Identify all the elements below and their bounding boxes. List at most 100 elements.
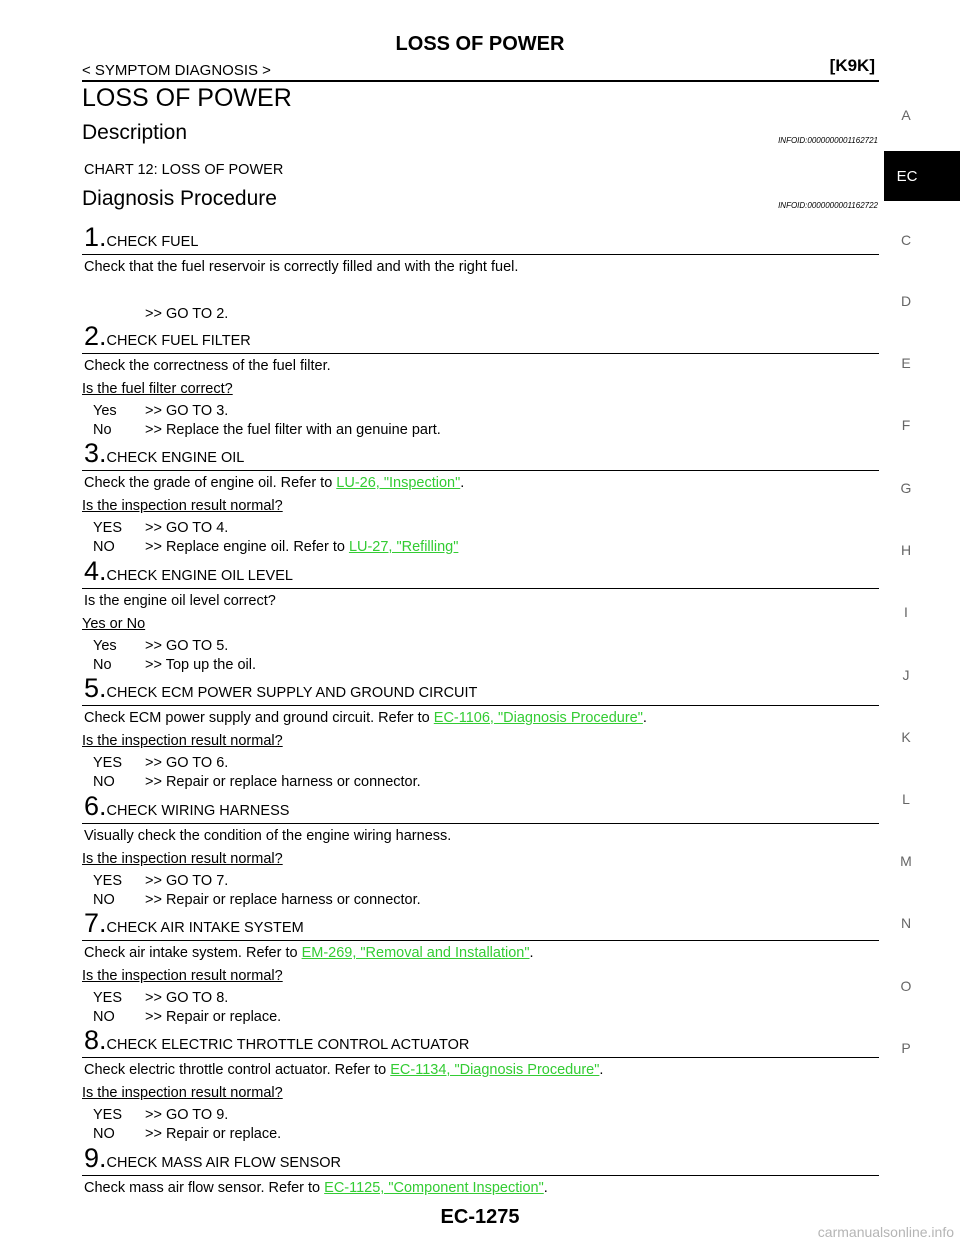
step-5-question: Is the inspection result normal? — [82, 733, 283, 749]
answer-text: >> GO TO 8. — [145, 990, 229, 1006]
side-tab-k[interactable]: K — [901, 729, 911, 745]
step-4-heading: 4.CHECK ENGINE OIL LEVEL — [84, 556, 293, 587]
side-tab-a[interactable]: A — [901, 107, 911, 123]
answer-text: >> GO TO 7. — [145, 873, 229, 889]
step-title: CHECK ENGINE OIL LEVEL — [106, 568, 293, 584]
side-tab-p[interactable]: P — [901, 1040, 911, 1056]
step-rule — [82, 823, 879, 824]
answer-key: Yes — [93, 403, 117, 419]
step-title: CHECK MASS AIR FLOW SENSOR — [106, 1155, 341, 1171]
step-4-answer-yes: Yes>> GO TO 5. — [93, 638, 228, 654]
text-part: . — [460, 475, 465, 491]
answer-text: >> GO TO 9. — [145, 1107, 229, 1123]
side-tab-g[interactable]: G — [900, 480, 912, 496]
side-tab-ec-label: EC — [896, 168, 918, 185]
step-6-answer-no: NO >> Repair or replace harness or connec… — [93, 892, 421, 908]
step-rule — [82, 254, 879, 255]
side-tab-ec-active[interactable]: EC — [884, 151, 960, 201]
page-number: EC-1275 — [440, 1206, 520, 1228]
step-6-text: Visually check the condition of the engi… — [84, 828, 452, 844]
answer-key: YES — [93, 990, 123, 1006]
header-rule — [82, 80, 879, 82]
answer-key: YES — [93, 873, 123, 889]
step-5-answer-yes: YES >> GO TO 6. — [93, 755, 228, 771]
step-1-text: Check that the fuel reservoir is correct… — [84, 259, 519, 275]
side-tab-m[interactable]: M — [900, 853, 912, 869]
answer-text: >> Repair or replace harness or connecto… — [145, 892, 421, 908]
step-5-text: Check ECM power supply and ground circui… — [84, 710, 647, 726]
step-rule — [82, 940, 879, 941]
answer-text: >> GO TO 6. — [145, 755, 229, 771]
step-2-answer-yes: Yes >> GO TO 3. — [93, 403, 228, 419]
answer-text: >> Repair or replace. — [145, 1126, 282, 1142]
step-2-heading: 2.CHECK FUEL FILTER — [84, 321, 251, 352]
step-2-question: Is the fuel filter correct? — [82, 381, 233, 397]
step-number: 9. — [84, 1143, 107, 1173]
step-8-text: Check electric throttle control actuator… — [84, 1062, 603, 1078]
step-4-question: Yes or No — [82, 616, 146, 632]
step-title: CHECK ELECTRIC THROTTLE CONTROL ACTUATOR — [106, 1037, 470, 1053]
side-tab-c[interactable]: C — [900, 232, 912, 248]
text-part: . — [543, 1180, 548, 1196]
answer-key: YES — [93, 520, 123, 536]
step-7-heading: 7.CHECK AIR INTAKE SYSTEM — [84, 908, 304, 939]
step-5-heading: 5.CHECK ECM POWER SUPPLY AND GROUND CIRC… — [84, 673, 477, 704]
answer-text: >> Replace engine oil. Refer to — [145, 539, 349, 555]
side-tab-h[interactable]: H — [900, 542, 912, 558]
description-infoid: INFOID:0000000001162721 — [778, 136, 878, 145]
side-tab-o[interactable]: O — [900, 978, 912, 994]
answer-key: NO — [93, 774, 115, 790]
side-tab-e[interactable]: E — [901, 355, 911, 371]
step-8-answer-yes: YES >> GO TO 9. — [93, 1107, 228, 1123]
step-8-answer-no: NO>> Repair or replace. — [93, 1126, 281, 1142]
step-rule — [82, 588, 879, 589]
step-rule — [82, 1175, 879, 1176]
step-7-answer-yes: YES >> GO TO 8. — [93, 990, 228, 1006]
side-tab-d[interactable]: D — [900, 293, 912, 309]
step-6-answer-yes: YES >> GO TO 7. — [93, 873, 228, 889]
answer-text: >> GO TO 3. — [145, 403, 229, 419]
side-tab-l[interactable]: L — [902, 791, 910, 807]
step-3-answer-no: NO>> Replace engine oil. Refer to LU-27,… — [93, 539, 458, 555]
text-part: Check mass air flow sensor. Refer to — [84, 1180, 325, 1196]
side-tab-f[interactable]: F — [901, 417, 911, 433]
diagnosis-heading: Diagnosis Procedure — [82, 187, 277, 210]
link-lu27-refilling[interactable]: LU-27, "Refilling" — [348, 539, 459, 555]
text-part: Check air intake system. Refer to — [84, 945, 302, 961]
side-tab-i[interactable]: I — [904, 604, 908, 620]
side-tab-j[interactable]: J — [902, 667, 910, 683]
step-1-heading: 1.CHECK FUEL — [84, 222, 198, 253]
step-number: 2. — [84, 321, 107, 351]
watermark: carmanualsonline.info — [817, 1224, 954, 1240]
step-7-text: Check air intake system. Refer to EM-269… — [84, 945, 534, 961]
step-8-heading: 8.CHECK ELECTRIC THROTTLE CONTROL ACTUAT… — [84, 1025, 469, 1056]
step-2-text: Check the correctness of the fuel filter… — [84, 358, 331, 374]
description-heading: Description — [82, 121, 188, 144]
step-7-answer-no: NO>> Repair or replace. — [93, 1009, 281, 1025]
description-text: CHART 12: LOSS OF POWER — [84, 162, 284, 178]
step-3-answer-yes: YES>> GO TO 4. — [93, 520, 228, 536]
answer-key: No — [93, 657, 112, 673]
step-number: 1. — [84, 222, 107, 252]
link-ec1106-diagnosis[interactable]: EC-1106, "Diagnosis Procedure" — [433, 710, 643, 726]
text-part: . — [529, 945, 534, 961]
answer-key: No — [93, 422, 112, 438]
step-3-question: Is the inspection result normal? — [82, 498, 283, 514]
link-ec1125-inspection[interactable]: EC-1125, "Component Inspection" — [324, 1180, 544, 1196]
step-title: CHECK ENGINE OIL — [106, 450, 245, 466]
side-tab-n[interactable]: N — [900, 915, 912, 931]
text-part: Check ECM power supply and ground circui… — [84, 710, 434, 726]
step-8-question: Is the inspection result normal? — [82, 1085, 283, 1101]
link-lu26-inspection[interactable]: LU-26, "Inspection" — [336, 475, 461, 491]
answer-key: YES — [93, 1107, 123, 1123]
step-rule — [82, 353, 879, 354]
page-title: LOSS OF POWER — [395, 33, 565, 55]
answer-key: NO — [93, 892, 115, 908]
answer-key: YES — [93, 755, 123, 771]
answer-text: >> Repair or replace harness or connecto… — [145, 774, 421, 790]
breadcrumb: < SYMPTOM DIAGNOSIS > — [82, 62, 271, 79]
link-em269-removal[interactable]: EM-269, "Removal and Installation" — [301, 945, 530, 961]
step-7-question: Is the inspection result normal? — [82, 968, 283, 984]
step-number: 7. — [84, 908, 107, 938]
link-ec1134-diagnosis[interactable]: EC-1134, "Diagnosis Procedure" — [390, 1062, 600, 1078]
